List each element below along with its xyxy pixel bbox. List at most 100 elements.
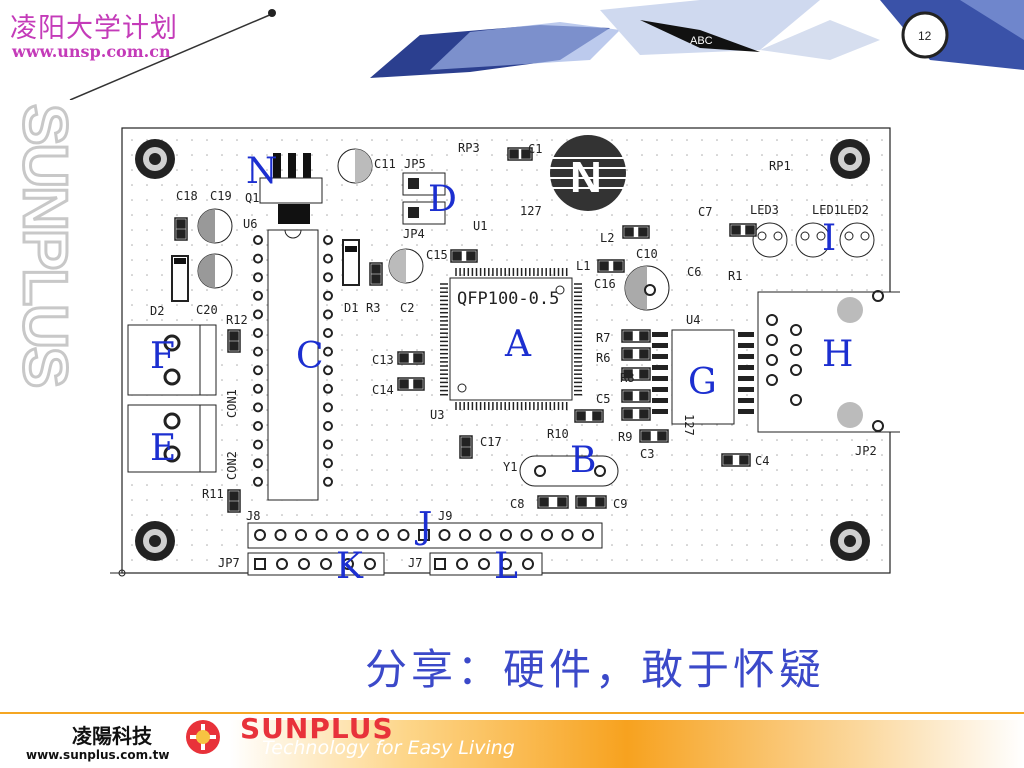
component-label-led3: LED3 xyxy=(750,203,779,217)
component-label-c13: C13 xyxy=(372,353,394,367)
component-label-c5: C5 xyxy=(596,392,610,406)
mounting-hole xyxy=(135,139,175,179)
component-label-y1: Y1 xyxy=(503,460,517,474)
brand-title: 凌阳大学计划 xyxy=(10,13,178,44)
mounting-hole xyxy=(830,521,870,561)
region-letter-k: K xyxy=(336,546,364,583)
led-2 xyxy=(839,222,875,258)
component-label-c2: C2 xyxy=(400,301,414,315)
component-label-c19: C19 xyxy=(210,189,232,203)
region-letter-d: D xyxy=(428,179,457,220)
region-letter-i: I xyxy=(822,218,836,259)
region-letter-b: B xyxy=(570,440,596,481)
component-label-c15: C15 xyxy=(426,248,448,262)
component-label-r12: R12 xyxy=(226,313,248,327)
led-3 xyxy=(752,222,788,258)
component-label-r10: R10 xyxy=(547,427,569,441)
region-letter-a: A xyxy=(504,324,532,365)
capacitor-c19 xyxy=(197,208,233,244)
component-label-jp4: JP4 xyxy=(403,227,425,241)
header-j7 xyxy=(429,552,543,576)
smd-pad xyxy=(369,262,383,286)
smd-pad xyxy=(397,351,425,365)
pcb-board-diagram: N xyxy=(110,127,900,583)
component-label-rp1: RP1 xyxy=(769,159,791,173)
component-label-c9: C9 xyxy=(613,497,627,511)
component-label-c6: C6 xyxy=(687,265,701,279)
component-label-u6: U6 xyxy=(243,217,257,231)
component-label-c20: C20 xyxy=(196,303,218,317)
sunplus-footer-logo xyxy=(186,720,220,754)
component-label-jp5: JP5 xyxy=(404,157,426,171)
terminal-block-con1 xyxy=(127,324,217,396)
region-letter-n: N xyxy=(246,151,278,192)
qfp-chip-u3 xyxy=(440,268,582,410)
connector-jp2 xyxy=(757,290,900,433)
component-label-r1: R1 xyxy=(728,269,742,283)
led-1 xyxy=(795,222,831,258)
capacitor-c16 xyxy=(624,265,670,311)
footer-tagline: Technology for Easy Living xyxy=(262,737,515,759)
dip-chip-u6 xyxy=(253,229,333,501)
component-label-con1: CON1 xyxy=(225,389,239,418)
svg-text:12: 12 xyxy=(918,29,932,43)
component-label-rp3: RP3 xyxy=(458,141,480,155)
component-label-j9: J9 xyxy=(438,509,452,523)
soic-chip-u4 xyxy=(652,329,754,425)
component-label-j7: J7 xyxy=(408,556,422,570)
component-label-c16: C16 xyxy=(594,277,616,291)
component-label-c3: C3 xyxy=(640,447,654,461)
component-label-j8: J8 xyxy=(246,509,260,523)
component-label-r8: R8 xyxy=(620,371,634,385)
region-letter-j: J xyxy=(414,506,432,547)
footer-company-url: www.sunplus.com.tw xyxy=(26,748,170,762)
smd-pad xyxy=(621,367,651,381)
smd-pad xyxy=(622,225,650,239)
component-label-led2: LED2 xyxy=(840,203,869,217)
qfp-chip-label: QFP100-0.5 xyxy=(457,289,559,309)
mounting-hole xyxy=(135,521,175,561)
component-label-c1: C1 xyxy=(528,142,542,156)
component-label-d2: D2 xyxy=(150,304,164,318)
component-label-q1: Q1 xyxy=(245,191,259,205)
component-label-c10: C10 xyxy=(636,247,658,261)
jumper-jp5 xyxy=(402,172,446,196)
u4-marking: 127 xyxy=(682,414,696,436)
smd-pad xyxy=(507,147,533,161)
smd-pad xyxy=(621,329,651,343)
region-letter-l: L xyxy=(494,546,518,583)
smd-pad xyxy=(621,389,651,403)
component-label-jp7: JP7 xyxy=(218,556,240,570)
slide-subtitle: 分享：硬件，敢于怀疑 xyxy=(365,645,826,694)
smd-pad xyxy=(597,259,625,273)
component-label-u4: U4 xyxy=(686,313,700,327)
component-label-r11: R11 xyxy=(202,487,224,501)
smd-pad xyxy=(459,435,473,459)
side-word-text: SUNPLUS xyxy=(10,104,79,386)
mounting-hole xyxy=(830,139,870,179)
capacitor-c20 xyxy=(197,253,233,289)
component-label-led1: LED1 xyxy=(812,203,841,217)
smd-pad xyxy=(227,329,241,353)
sunplus-logo-mark: N xyxy=(550,135,626,211)
side-sunplus-word: SUNPLUS xyxy=(9,103,81,388)
component-label-jp2: JP2 xyxy=(855,444,877,458)
component-label-r3: R3 xyxy=(366,301,380,315)
footer-brand: SUNPLUS xyxy=(240,712,394,745)
diode-d2 xyxy=(171,255,189,302)
smd-pad xyxy=(639,429,669,443)
smd-components xyxy=(174,147,757,513)
header-j8-j9 xyxy=(247,522,603,549)
region-letter-e: E xyxy=(150,428,176,469)
crystal-y1 xyxy=(519,455,619,487)
smd-pad xyxy=(729,223,757,237)
component-label-c14: C14 xyxy=(372,383,394,397)
smd-pad xyxy=(174,217,188,241)
footer-bar xyxy=(0,712,1024,768)
component-label-r7: R7 xyxy=(596,331,610,345)
capacitor-c11 xyxy=(337,148,373,184)
region-letter-c: C xyxy=(296,336,324,377)
component-label-con2: CON2 xyxy=(225,451,239,480)
